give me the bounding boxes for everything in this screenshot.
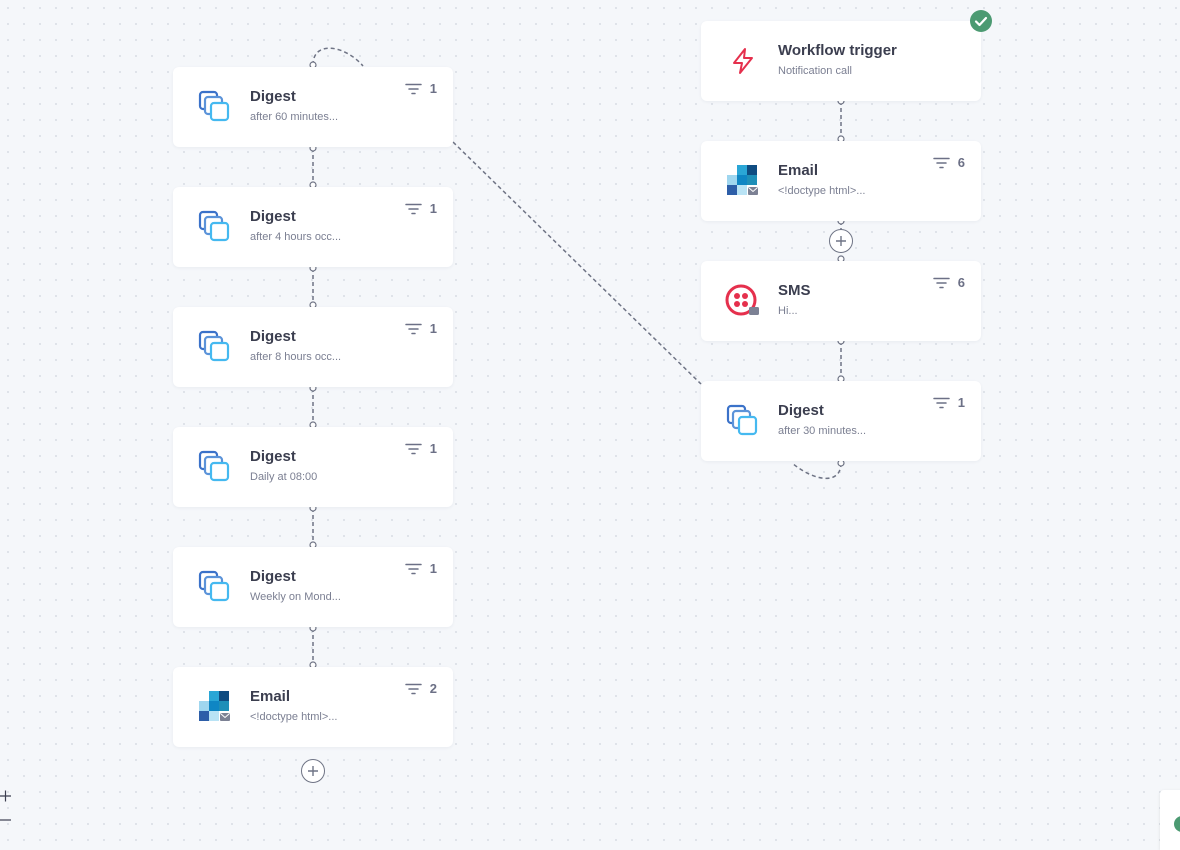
node-sms-step[interactable]: SMS Hi... 6: [701, 261, 981, 341]
filter-icon: [405, 83, 422, 94]
node-digest-step[interactable]: Digest after 8 hours occ... 1: [173, 307, 453, 387]
node-title: SMS: [778, 282, 811, 299]
filter-indicator[interactable]: 2: [405, 681, 437, 696]
plus-icon: [836, 236, 846, 246]
node-title: Digest: [250, 328, 296, 345]
filter-indicator[interactable]: 1: [405, 561, 437, 576]
filter-indicator[interactable]: 1: [405, 441, 437, 456]
filter-indicator[interactable]: 6: [933, 275, 965, 290]
filter-icon: [405, 683, 422, 694]
filter-icon: [933, 157, 950, 168]
side-panel-edge[interactable]: [1160, 790, 1180, 850]
node-subtitle: Weekly on Mond...: [250, 591, 341, 603]
node-email-step[interactable]: Email <!doctype html>... 2: [173, 667, 453, 747]
node-subtitle: Notification call: [778, 65, 852, 77]
filter-icon: [405, 323, 422, 334]
node-title: Email: [250, 688, 291, 705]
filter-count: 1: [429, 561, 437, 576]
node-title: Digest: [250, 448, 296, 465]
zoom-out-button[interactable]: [0, 813, 12, 827]
node-subtitle: <!doctype html>...: [778, 185, 866, 197]
node-title: Email: [778, 162, 819, 179]
twilio-sms-icon: [725, 284, 759, 316]
zoom-in-button[interactable]: [0, 789, 12, 803]
filter-icon: [405, 443, 422, 454]
node-title: Workflow trigger: [778, 42, 897, 59]
filter-count: 1: [957, 395, 965, 410]
lightning-icon: [733, 48, 753, 74]
filter-count: 1: [429, 81, 437, 96]
connector-edge[interactable]: [791, 462, 842, 480]
node-digest-step[interactable]: Digest Daily at 08:00 1: [173, 427, 453, 507]
digest-icon: [198, 330, 230, 362]
filter-count: 2: [429, 681, 437, 696]
node-digest-step[interactable]: Digest Weekly on Mond... 1: [173, 547, 453, 627]
status-dot-icon: [1174, 816, 1180, 832]
node-title: Digest: [778, 402, 824, 419]
node-subtitle: Daily at 08:00: [250, 471, 318, 483]
digest-icon: [198, 90, 230, 122]
node-digest-step[interactable]: Digest after 4 hours occ... 1: [173, 187, 453, 267]
node-title: Digest: [250, 208, 296, 225]
node-subtitle: after 4 hours occ...: [250, 231, 342, 243]
digest-icon: [198, 210, 230, 242]
filter-icon: [933, 397, 950, 408]
node-title: Digest: [250, 568, 296, 585]
minus-icon: [0, 819, 11, 821]
node-subtitle: after 8 hours occ...: [250, 351, 342, 363]
connector-edge[interactable]: [452, 141, 702, 385]
filter-icon: [405, 203, 422, 214]
node-subtitle: Hi...: [778, 305, 798, 317]
node-title: Digest: [250, 88, 296, 105]
add-step-button[interactable]: [301, 759, 325, 783]
node-subtitle: <!doctype html>...: [250, 711, 338, 723]
success-check-icon: [970, 10, 992, 32]
node-email-step[interactable]: Email <!doctype html>... 6: [701, 141, 981, 221]
email-provider-icon: [727, 165, 758, 195]
filter-icon: [933, 277, 950, 288]
filter-indicator[interactable]: 1: [405, 201, 437, 216]
filter-icon: [405, 563, 422, 574]
node-workflow-trigger[interactable]: Workflow trigger Notification call: [701, 21, 981, 101]
add-step-button[interactable]: [829, 229, 853, 253]
filter-count: 1: [429, 321, 437, 336]
email-provider-icon: [199, 691, 230, 721]
digest-icon: [198, 570, 230, 602]
filter-indicator[interactable]: 1: [405, 81, 437, 96]
node-subtitle: after 30 minutes...: [778, 425, 867, 437]
filter-count: 6: [957, 155, 965, 170]
node-digest-step[interactable]: Digest after 30 minutes... 1: [701, 381, 981, 461]
filter-count: 6: [957, 275, 965, 290]
filter-indicator[interactable]: 1: [405, 321, 437, 336]
connector-edge[interactable]: [312, 47, 364, 67]
filter-count: 1: [429, 201, 437, 216]
filter-indicator[interactable]: 6: [933, 155, 965, 170]
filter-count: 1: [429, 441, 437, 456]
filter-indicator[interactable]: 1: [933, 395, 965, 410]
node-digest-step[interactable]: Digest after 60 minutes... 1: [173, 67, 453, 147]
plus-icon: [0, 790, 11, 802]
digest-icon: [726, 404, 758, 436]
plus-icon: [308, 766, 318, 776]
node-subtitle: after 60 minutes...: [250, 111, 339, 123]
digest-icon: [198, 450, 230, 482]
